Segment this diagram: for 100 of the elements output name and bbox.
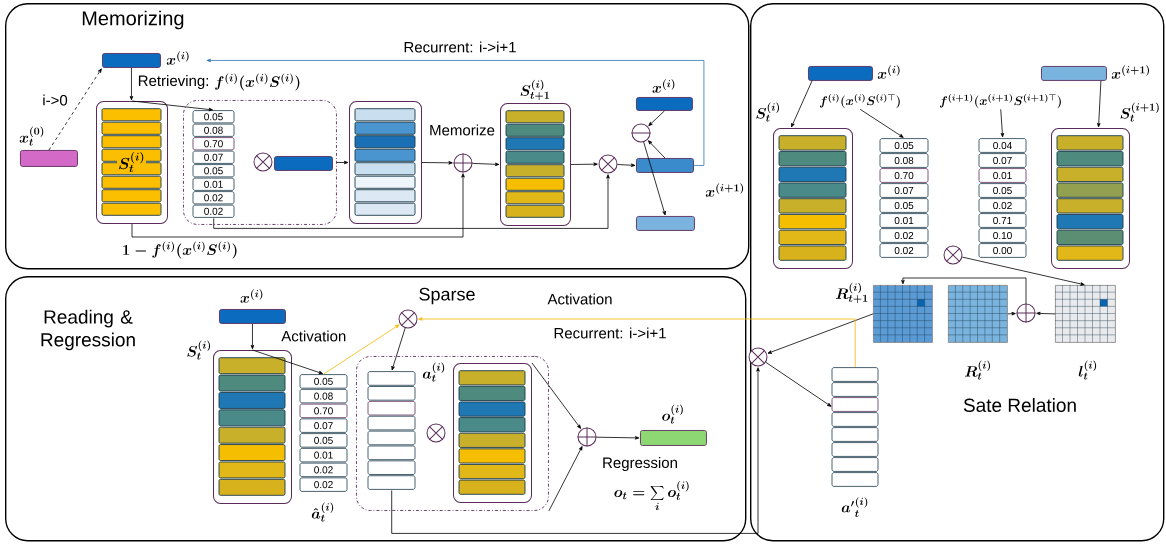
vector-bar [102, 53, 161, 68]
value-cell: 0.05 [299, 433, 348, 448]
arrow [961, 256, 1085, 286]
vector-bar [20, 150, 78, 167]
empty-vector [831, 367, 879, 487]
math-label: $x^{(i)}$ [877, 65, 900, 79]
math-label: $l_t^{(i)}$ [1078, 360, 1097, 380]
group-outline [356, 356, 549, 511]
value-cell: 0.02 [299, 462, 348, 478]
edge-label: Retrieving: [136, 73, 211, 91]
math-label: $S_t^{(i+1)}$ [1120, 102, 1159, 122]
annotation-text: Activation [547, 293, 612, 305]
value-cell: 0.70 [192, 137, 235, 151]
value-cell: 0.05 [879, 138, 929, 153]
formula: $f^{(i)}(x^{(i)}S^{(i)\top})$ [820, 93, 900, 109]
value-cell: 0.04 [978, 138, 1027, 153]
edge-label: Recurrent: i->i+1 [401, 40, 519, 54]
edge-label: Memorize [427, 123, 497, 137]
formula: $f^{(i)}(x^{(i)}S^{(i)})$ [215, 73, 300, 91]
value-cell: 0.02 [192, 204, 235, 218]
value-cell: 0.02 [978, 198, 1027, 213]
arrow [1036, 311, 1056, 316]
memory-stack [773, 128, 853, 269]
memory-stack [213, 350, 292, 504]
add-symbol [453, 153, 473, 173]
math-label: $x^{(i)}$ [166, 51, 189, 65]
empty-vector [367, 371, 416, 490]
value-cell: 0.02 [192, 191, 235, 205]
vector-bar [1041, 66, 1107, 81]
edge-label: Recurrent: i->i+1 [551, 326, 669, 340]
math-label: $o_t^{(i)}$ [662, 404, 683, 424]
arrow [418, 317, 856, 368]
arrow [323, 324, 400, 375]
group-outline [183, 100, 337, 225]
arrow [859, 108, 904, 138]
math-label: $x^{(i+1)}$ [1111, 65, 1149, 79]
math-label: $S_{t+1}^{(i)}$ [520, 79, 549, 101]
value-cell: 0.08 [299, 388, 348, 404]
arrow [643, 141, 666, 216]
value-cell: 0.70 [299, 403, 348, 419]
multiply-symbol [943, 245, 963, 265]
value-cell: 0.00 [978, 243, 1027, 258]
value-cell: 0.07 [299, 418, 348, 433]
arrow [421, 161, 453, 165]
value-cell: 0.01 [978, 168, 1027, 183]
arrow [648, 110, 665, 127]
arrow [206, 58, 705, 166]
arrow [213, 174, 610, 229]
math-label: $a_t^{(i)}$ [422, 362, 445, 382]
value-cell: 0.71 [978, 213, 1027, 228]
value-cell: 0.05 [299, 374, 348, 389]
arrow [131, 100, 213, 112]
formula: $o_t=\sum_i o_t^{(i)}$ [614, 481, 689, 511]
value-cell: 0.08 [192, 123, 235, 137]
value-cell: 0.05 [192, 164, 235, 178]
matrix-label: $S_t^{(i)}$ [117, 151, 146, 173]
vector-bar [636, 216, 695, 231]
math-label: $x^{(i+1)}$ [705, 183, 744, 197]
add-symbol [577, 427, 597, 447]
arrow [131, 173, 465, 238]
annotation-text: Regression [603, 457, 677, 471]
vector-bar [636, 158, 694, 173]
value-cell: 0.01 [879, 213, 929, 228]
value-cell: 0.70 [879, 168, 929, 183]
value-cell: 0.02 [879, 228, 929, 243]
math-label: $\hat{a}_t^{(i)}$ [311, 502, 334, 522]
memory-stack [1051, 128, 1130, 269]
arrow [901, 277, 1027, 304]
edge-label: $1-f^{(i)}(x^{(i)}S^{(i)})$ [120, 239, 240, 261]
math-label: ${a'}_t^{(i)}$ [841, 497, 868, 517]
arrow [250, 323, 255, 350]
arrow [1000, 108, 1005, 138]
math-label: $S_t^{(i)}$ [187, 340, 210, 360]
arrow [548, 446, 583, 512]
arrow [647, 140, 666, 159]
vector-bar [636, 97, 693, 111]
arrow [129, 67, 134, 101]
formula: $f^{(i+1)}(x^{(i+1)}S^{(i+1)\top})$ [940, 93, 1061, 109]
value-cell: 0.01 [299, 447, 348, 463]
matrix-grid [872, 284, 933, 343]
arrow [765, 361, 832, 407]
memory-stack [453, 363, 532, 503]
math-label: $R_t^{(i)}$ [965, 360, 990, 380]
arrow [767, 313, 874, 354]
arrow [570, 162, 598, 166]
edge-label: Activation [279, 329, 348, 343]
math-label: $S_t^{(i)}$ [756, 102, 780, 122]
arrow [1097, 80, 1102, 128]
operator-label: Sparse [419, 287, 475, 305]
math-label: $x^{(i)}$ [240, 289, 263, 303]
add-symbol [1016, 303, 1036, 323]
arrow [1007, 311, 1016, 316]
value-cell: 0.02 [879, 243, 929, 258]
multiply-symbol [398, 309, 418, 329]
multiply-symbol [426, 423, 446, 443]
arrow [336, 160, 349, 165]
arrow [391, 327, 406, 371]
arrow [48, 68, 102, 151]
value-cell: 0.01 [192, 177, 235, 191]
matrix-grid [1054, 284, 1116, 343]
